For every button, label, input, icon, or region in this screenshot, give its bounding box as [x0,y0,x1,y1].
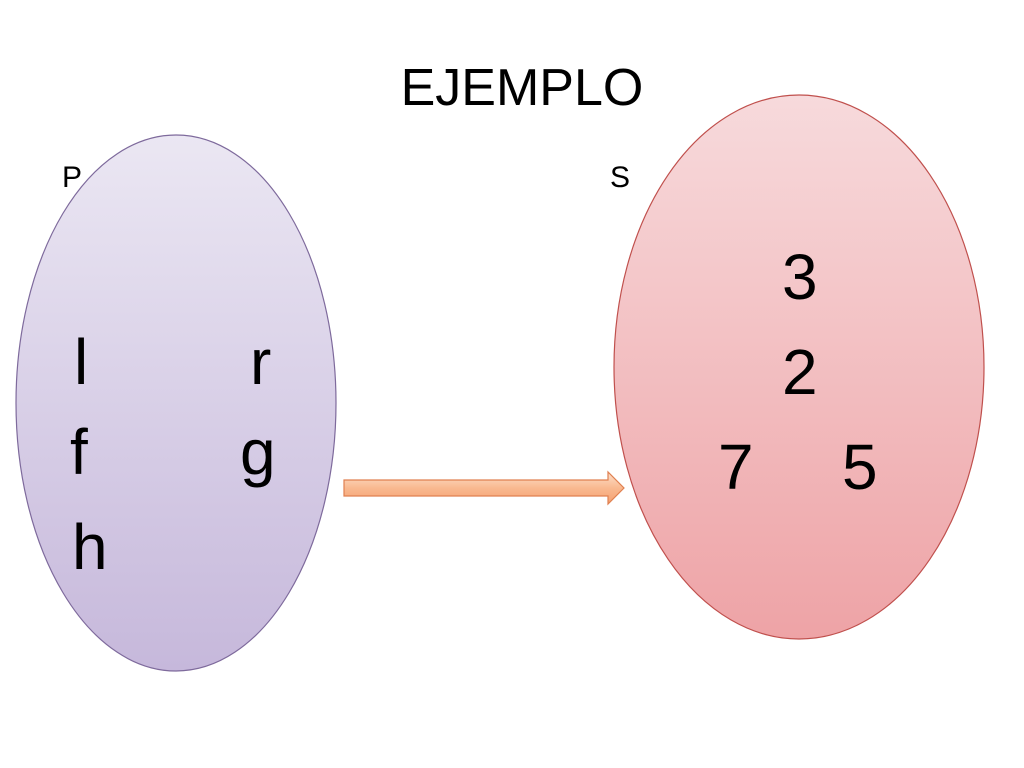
set-s-element: 7 [718,431,754,503]
set-s-ellipse [613,94,985,640]
set-p-element: h [72,511,108,583]
set-s-label: S [610,161,631,194]
set-p-ellipse [15,134,337,672]
set-p-element: g [240,416,276,488]
set-p-element: f [70,416,88,488]
set-p-element: r [250,326,272,398]
set-s-element: 2 [782,336,818,408]
set-p-element: l [74,326,89,398]
mapping-arrow [343,470,625,506]
slide-title: EJEMPLO [400,59,644,117]
set-s-element: 5 [842,431,878,503]
set-p-label: P [62,161,83,194]
set-s-element: 3 [782,241,818,313]
